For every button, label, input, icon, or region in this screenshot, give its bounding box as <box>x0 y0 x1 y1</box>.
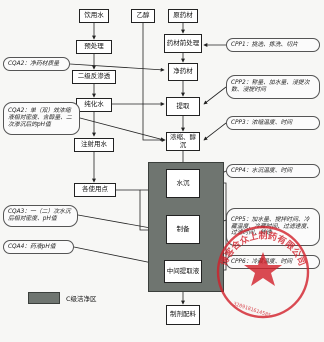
cqa-label: CQA4：药液pH值 <box>3 240 74 254</box>
pretreatment-node: 预处理 <box>76 40 112 54</box>
cpp-label: CPP5：加水量、搅拌时间、冷藏温度、冷藏时间、过滤速度、过滤时间、转速 <box>226 208 320 246</box>
water-for-injection-node: 注射用水 <box>74 138 114 152</box>
cqa-label: CQA3：一（二）次水沉后相对密度、pH值 <box>3 205 78 227</box>
preparation-node: 制备 <box>166 215 200 244</box>
cqa-label: CQA2：净药材质量 <box>3 57 70 71</box>
drinking-water-node: 饮用水 <box>79 9 109 23</box>
cqa-label: CQA2：单（双）效浓缩液相对密度、含醇量、二次渗沉后的pH值 <box>3 102 80 135</box>
intermediate-extract-node: 中间提取液 <box>164 260 202 283</box>
ethanol-node: 乙醇 <box>131 9 155 23</box>
cpp-label: CPP2：称量、加水量、浸提次数、浸提时间 <box>226 75 320 99</box>
herb-pretreatment-node: 药材前处理 <box>164 34 202 53</box>
raw-herbs-node: 原药材 <box>168 9 198 23</box>
final-formulation-node: 制剂配料 <box>166 305 200 325</box>
cpp-label: CPP3：浓缩温度、时间 <box>226 116 320 130</box>
water-sedimentation-node: 水沉 <box>166 169 200 198</box>
secondary-ro-node: 二级反渗透 <box>72 70 116 84</box>
extraction-node: 提取 <box>166 97 200 116</box>
concentration-node: 浓缩、醇沉 <box>166 132 200 151</box>
legend-label: C级洁净区 <box>66 295 97 303</box>
use-points-node: 各使用点 <box>74 183 116 197</box>
legend-swatch <box>28 292 60 304</box>
cpp-label: CPP4：水沉温度、时间 <box>226 164 320 178</box>
clean-herbs-node: 净药材 <box>168 63 198 81</box>
cpp-label: CPP1：挑选、拣洗、切片 <box>226 38 320 52</box>
